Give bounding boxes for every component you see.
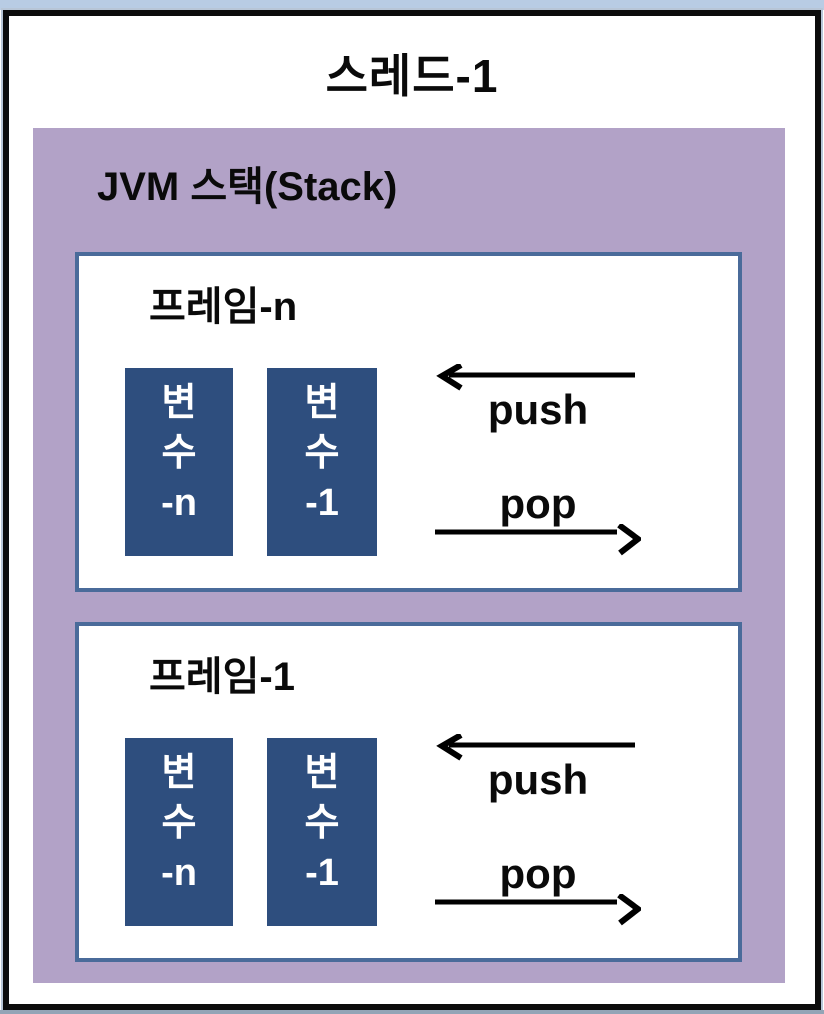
window-edge-strip-top (0, 0, 824, 10)
pop-label: pop (499, 850, 577, 897)
pop-label: pop (499, 480, 577, 527)
thread-title: 스레드-1 (325, 50, 499, 102)
pop-arrow-icon (435, 894, 641, 926)
variable-box-n: 변 수 -n (125, 738, 233, 926)
thread-container: 스레드-1 JVM 스택(Stack) 프레임-n 변 수 -n 변 수 -1 … (3, 10, 821, 1010)
frame-title: 프레임-1 (149, 655, 295, 699)
pop-arrow-icon (435, 524, 641, 556)
push-arrow-icon (436, 364, 635, 391)
window-edge-strip-bottom (0, 1010, 824, 1014)
variable-box-1: 변 수 -1 (267, 368, 377, 556)
push-arrow-icon (436, 734, 635, 761)
push-label: push (487, 756, 589, 803)
frame-title: 프레임-n (149, 285, 298, 329)
push-label: push (487, 386, 589, 433)
jvm-stack-container: JVM 스택(Stack) 프레임-n 변 수 -n 변 수 -1 push p… (33, 128, 785, 983)
jvm-stack-title: JVM 스택(Stack) (97, 165, 398, 209)
stack-frame-1: 프레임-1 변 수 -n 변 수 -1 push pop (75, 622, 742, 962)
variable-box-1: 변 수 -1 (267, 738, 377, 926)
stack-frame-n: 프레임-n 변 수 -n 변 수 -1 push pop (75, 252, 742, 592)
variable-box-n: 변 수 -n (125, 368, 233, 556)
